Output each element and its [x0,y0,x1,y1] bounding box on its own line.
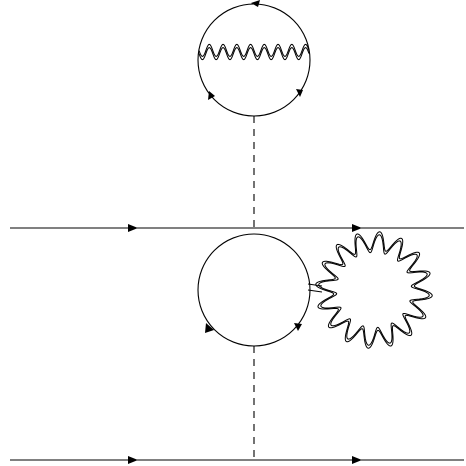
arrow-bottom-left [128,456,138,464]
photon-line-in-upper-loop-outline [198,47,310,61]
fermion-loop-middle [197,233,311,347]
arrow-upper-loop-top [251,0,260,7]
fermion-loop-upper [197,3,311,117]
arrow-middle-loop-right [294,323,302,331]
arrow-bottom-right [352,456,362,464]
arrow-upper-loop-left [208,91,215,100]
arrow-middle-loop-left [205,323,214,333]
photon-line-in-upper-loop [198,43,310,57]
arrow-upper-loop-right [296,89,303,97]
arrow-top-right [352,224,362,232]
photon-attachment-lines [307,283,323,293]
photon-self-energy-loop-outline [315,231,433,349]
photon-self-energy-loop [318,234,430,346]
arrow-top-left [128,224,138,232]
